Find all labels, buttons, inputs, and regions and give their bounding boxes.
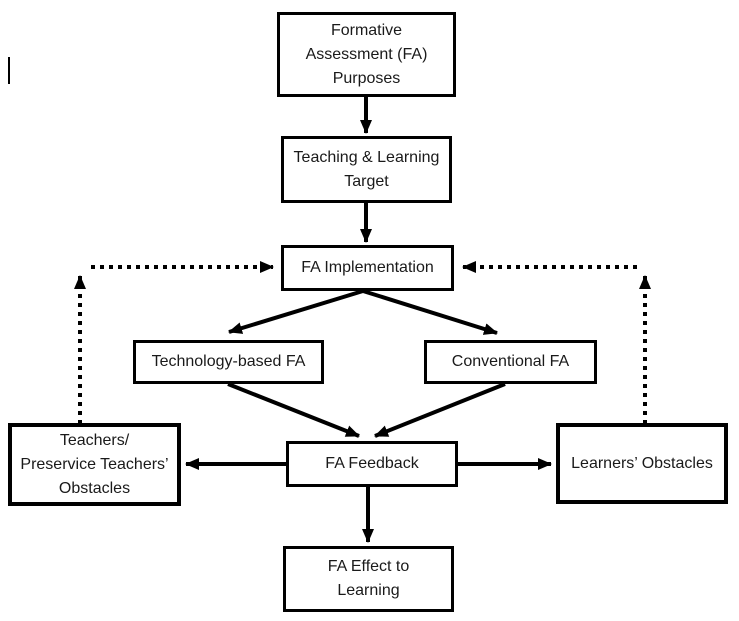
node-conventional-fa: Conventional FA	[424, 340, 597, 384]
node-learners-obstacles: Learners’ Obstacles	[556, 423, 728, 504]
node-label-line: Obstacles	[58, 479, 131, 497]
node-label-line: Target	[344, 172, 389, 190]
node-label-line: Preservice Teachers’	[20, 455, 169, 473]
node-label-line: FA Effect to	[327, 558, 410, 575]
node-technology-based-fa: Technology-based FA	[133, 340, 324, 384]
arrow-implementation-to-technology	[228, 289, 364, 334]
node-teachers-obstacles: Teachers/ Preservice Teachers’ Obstacles	[8, 423, 181, 506]
node-teaching-learning-target: Teaching & Learning Target	[281, 136, 452, 203]
node-label-line: Assessment (FA)	[305, 45, 428, 63]
stray-cursor-mark	[8, 57, 10, 84]
arrow-conventional-to-feedback	[374, 382, 506, 438]
node-label-line: Teachers/	[59, 431, 130, 449]
arrow-implementation-to-conventional	[362, 289, 498, 335]
node-label-line: Technology-based FA	[151, 353, 306, 370]
node-label-line: Learning	[337, 582, 400, 599]
node-label-line: Purposes	[332, 69, 401, 87]
node-label-line: Learners’ Obstacles	[571, 454, 713, 472]
node-label-line: FA Feedback	[325, 455, 419, 472]
node-fa-effect-to-learning: FA Effect to Learning	[283, 546, 454, 612]
node-label-line: Teaching & Learning	[293, 148, 440, 166]
node-label-line: FA Implementation	[301, 259, 434, 276]
node-fa-feedback: FA Feedback	[286, 441, 458, 487]
node-label-line: Conventional FA	[451, 353, 570, 370]
node-fa-purposes: Formative Assessment (FA) Purposes	[277, 12, 456, 97]
node-label-line: Formative	[330, 21, 403, 39]
node-fa-implementation: FA Implementation	[281, 245, 454, 291]
arrow-technology-to-feedback	[227, 382, 360, 438]
